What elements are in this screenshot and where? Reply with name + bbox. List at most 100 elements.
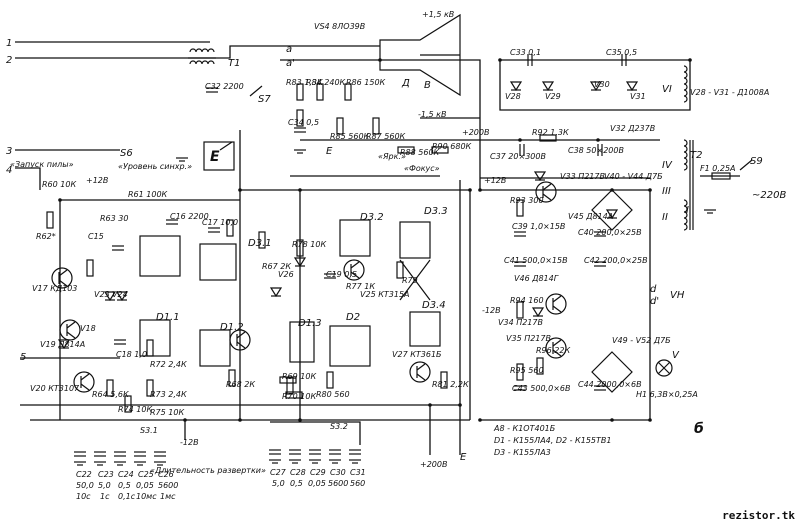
transistor xyxy=(343,259,365,281)
junction-dot xyxy=(596,138,600,142)
transistor-emitter xyxy=(350,271,360,279)
wire xyxy=(380,59,481,190)
V32-label: V32 Д237В xyxy=(610,124,656,133)
resistor xyxy=(124,395,132,413)
transistor-collector xyxy=(350,261,360,269)
cap-time: 0,1с xyxy=(118,492,136,501)
input-1-label: 1 xyxy=(6,38,13,49)
plus200-a-label: +200В xyxy=(462,128,490,137)
resistor xyxy=(226,219,234,237)
junction-dot xyxy=(610,418,614,422)
resistor xyxy=(396,261,404,279)
coil-turn xyxy=(683,89,688,97)
junction-dot xyxy=(498,58,502,62)
cross-coupling xyxy=(399,259,431,301)
V20-label: V20 КТ3107 xyxy=(30,384,80,393)
C19-label: С19 0,5 xyxy=(326,270,358,279)
V28-label: V28 xyxy=(505,92,521,101)
transistor-emitter xyxy=(416,373,426,381)
diode xyxy=(509,81,523,92)
diode xyxy=(605,209,619,220)
D-label: Д xyxy=(402,78,410,89)
C39-label: С39 1,0×15В xyxy=(512,222,566,231)
cap-name: С27 xyxy=(270,468,286,477)
V29-label: V29 xyxy=(545,92,561,101)
V17-label: V17 КД103 xyxy=(32,284,78,293)
transistor xyxy=(545,293,567,315)
S7-label: S7 xyxy=(258,94,271,105)
D3-4-label: D3.4 xyxy=(422,300,446,311)
C40-label: С40 200,0×25В xyxy=(578,228,642,237)
junction-dot xyxy=(238,188,242,192)
resistor xyxy=(228,369,236,387)
R86-label: R86 150К xyxy=(346,78,386,87)
resistor xyxy=(146,339,154,357)
coil-turn xyxy=(683,217,688,225)
a-top-label: а xyxy=(286,44,293,55)
C16-label: С16 2200 xyxy=(170,212,209,221)
d-label: d xyxy=(650,284,657,295)
coil-turn xyxy=(683,139,688,147)
resistor xyxy=(344,83,352,101)
V31-label: V31 xyxy=(630,92,646,101)
cap-value: 0,5 xyxy=(118,481,131,490)
resistor xyxy=(279,376,297,384)
coil-turn xyxy=(683,71,688,79)
C15-label: С15 xyxy=(88,232,104,241)
S9-label: S9 xyxy=(750,156,763,167)
V35-label: V35 П217В xyxy=(506,334,551,343)
transistor-emitter xyxy=(58,279,68,287)
V33-label: V33 П217В xyxy=(560,172,605,181)
R96-label: R96 22К xyxy=(536,346,571,355)
resistor xyxy=(336,117,344,135)
lamp-H1 xyxy=(655,359,673,377)
D1-3-label: D1.3 xyxy=(298,318,322,329)
R61-label: R61 100К xyxy=(128,190,168,199)
V18-label: V18 xyxy=(80,324,96,333)
resistor xyxy=(296,109,304,127)
resistor xyxy=(536,357,544,375)
V30-label: V30 xyxy=(594,80,610,89)
transistor-collector xyxy=(58,269,68,277)
diode xyxy=(625,81,639,92)
R90-label: R90 680К xyxy=(432,142,472,151)
cap-value: 0,05 xyxy=(308,479,326,488)
transistor-emitter xyxy=(542,193,552,201)
coil-turn xyxy=(683,223,688,231)
plus200-b-label: +200В xyxy=(420,460,448,469)
R74-label: R74 10К xyxy=(118,405,153,414)
R63-label: R63 30 xyxy=(100,214,129,223)
V26-label: V26 xyxy=(278,270,294,279)
cap-name: С29 xyxy=(310,468,326,477)
fokus-label: «Фокус» xyxy=(404,164,440,173)
C35-label: С35 0,5 xyxy=(606,48,638,57)
bridge-rectifier xyxy=(591,189,633,231)
V24-label: V24 xyxy=(112,290,128,299)
diode xyxy=(269,287,283,298)
R78-label: R78 10К xyxy=(292,240,327,249)
coil-turn xyxy=(207,48,215,53)
resistor xyxy=(106,379,114,397)
resistor xyxy=(431,146,449,154)
transistor xyxy=(409,361,431,383)
B-label: В xyxy=(424,80,431,91)
transistor-collector xyxy=(416,363,426,371)
gate-D3-1 xyxy=(199,243,237,281)
d1-label: d' xyxy=(650,296,660,307)
transistor-collector xyxy=(552,295,562,303)
T1-label: T1 xyxy=(228,58,241,69)
H1-label: H1 6,3В×0,25А xyxy=(636,390,698,399)
winding-VI-label: VI xyxy=(662,84,672,95)
lamp-cross xyxy=(657,361,671,375)
R84-label: R84 240К xyxy=(306,78,346,87)
VH-label: VH xyxy=(670,290,685,301)
R64-label: R64 5,6К xyxy=(92,390,129,399)
R79-label: R79 xyxy=(402,276,418,285)
transistor-collector xyxy=(552,339,562,347)
resistor xyxy=(516,301,524,319)
coil-turn xyxy=(683,151,688,159)
gate-D1-1 xyxy=(139,319,171,357)
resistor xyxy=(86,259,94,277)
cap-value: 50,0 xyxy=(76,481,94,490)
input-3-label: 3 xyxy=(6,146,13,157)
